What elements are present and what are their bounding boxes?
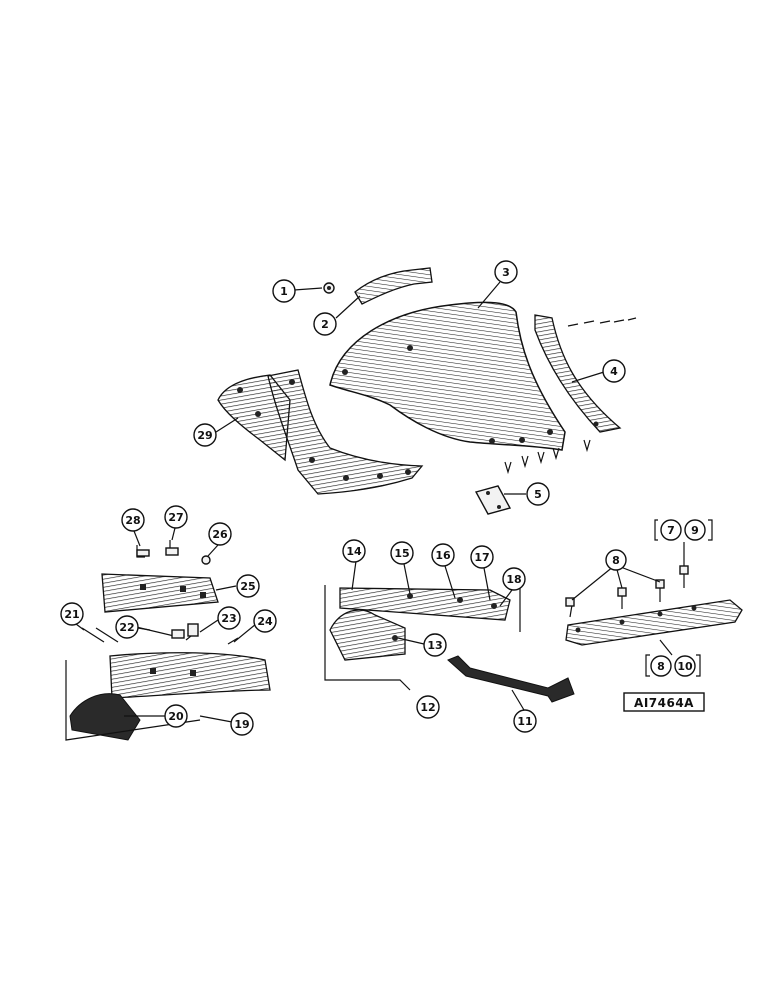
part-plate-14	[339, 587, 511, 621]
svg-text:10: 10	[677, 660, 693, 673]
svg-text:8: 8	[612, 554, 620, 567]
part-brace	[354, 267, 433, 305]
callout-25: 25	[236, 574, 260, 598]
svg-text:22: 22	[119, 621, 134, 634]
svg-text:20: 20	[168, 710, 184, 723]
part-clip	[474, 485, 512, 515]
callout-23: 23	[217, 606, 241, 630]
callout-26: 26	[208, 522, 232, 546]
bolts-26-28	[136, 540, 211, 565]
bracket-19	[65, 660, 201, 741]
callout-28: 28	[121, 508, 145, 532]
svg-text:16: 16	[435, 549, 451, 562]
callout-29: 29	[193, 423, 217, 447]
leader-lines	[75, 281, 685, 723]
svg-text:19: 19	[234, 718, 249, 731]
callout-7: 7	[660, 519, 682, 541]
figure-id-label: AI7464A	[623, 692, 705, 712]
svg-text:24: 24	[257, 615, 273, 628]
callout-24: 24	[253, 609, 277, 633]
svg-text:12: 12	[420, 701, 435, 714]
callout-13: 13	[423, 633, 447, 657]
bracket-8-10	[645, 654, 701, 677]
callout-5: 5	[526, 482, 550, 506]
svg-text:1: 1	[280, 285, 288, 298]
svg-text:7: 7	[667, 524, 675, 537]
svg-text:5: 5	[534, 488, 542, 501]
callout-11: 11	[513, 709, 537, 733]
callout-8-top: 8	[605, 549, 627, 571]
svg-text:14: 14	[346, 545, 362, 558]
part-point-bar	[565, 599, 743, 646]
callout-15: 15	[390, 541, 414, 565]
svg-text:11: 11	[517, 715, 532, 728]
part-moldboard	[329, 301, 566, 451]
callout-12: 12	[416, 695, 440, 719]
svg-text:17: 17	[474, 551, 489, 564]
callout-2: 2	[313, 312, 337, 336]
part-extension	[534, 314, 622, 433]
callout-4: 4	[602, 359, 626, 383]
callout-20: 20	[164, 704, 188, 728]
callout-3: 3	[494, 260, 518, 284]
svg-text:13: 13	[427, 639, 442, 652]
bolts-8	[565, 565, 689, 618]
callout-10: 10	[674, 655, 696, 677]
callout-21: 21	[60, 602, 84, 626]
svg-text:23: 23	[221, 612, 236, 625]
svg-text:28: 28	[125, 514, 140, 527]
callout-22: 22	[115, 615, 139, 639]
svg-text:15: 15	[394, 547, 409, 560]
bolt-set	[504, 439, 591, 475]
svg-text:4: 4	[610, 365, 618, 378]
svg-text:29: 29	[197, 429, 212, 442]
svg-text:26: 26	[212, 528, 228, 541]
part-frog	[69, 693, 141, 741]
bolt-row	[567, 317, 637, 327]
bracket-7-9	[654, 519, 713, 541]
part-rod-brace	[447, 655, 575, 703]
part-bracket-13	[329, 609, 406, 661]
callout-27: 27	[164, 505, 188, 529]
svg-text:18: 18	[506, 573, 521, 586]
svg-text:2: 2	[321, 318, 329, 331]
callout-1: 1	[272, 279, 296, 303]
part-share	[267, 369, 424, 495]
svg-text:21: 21	[64, 608, 79, 621]
callout-8-bottom: 8	[650, 655, 672, 677]
callout-18: 18	[502, 567, 526, 591]
bolts-21-24	[81, 623, 239, 645]
svg-text:27: 27	[168, 511, 183, 524]
callout-14: 14	[342, 539, 366, 563]
callout-17: 17	[470, 545, 494, 569]
svg-text:AI7464A: AI7464A	[634, 696, 694, 710]
svg-text:9: 9	[691, 524, 699, 537]
callout-19: 19	[230, 712, 254, 736]
part-plate-25	[101, 573, 219, 613]
svg-text:8: 8	[657, 660, 665, 673]
callout-16: 16	[431, 543, 455, 567]
svg-text:3: 3	[502, 266, 510, 279]
svg-text:25: 25	[240, 580, 255, 593]
callout-9: 9	[684, 519, 706, 541]
